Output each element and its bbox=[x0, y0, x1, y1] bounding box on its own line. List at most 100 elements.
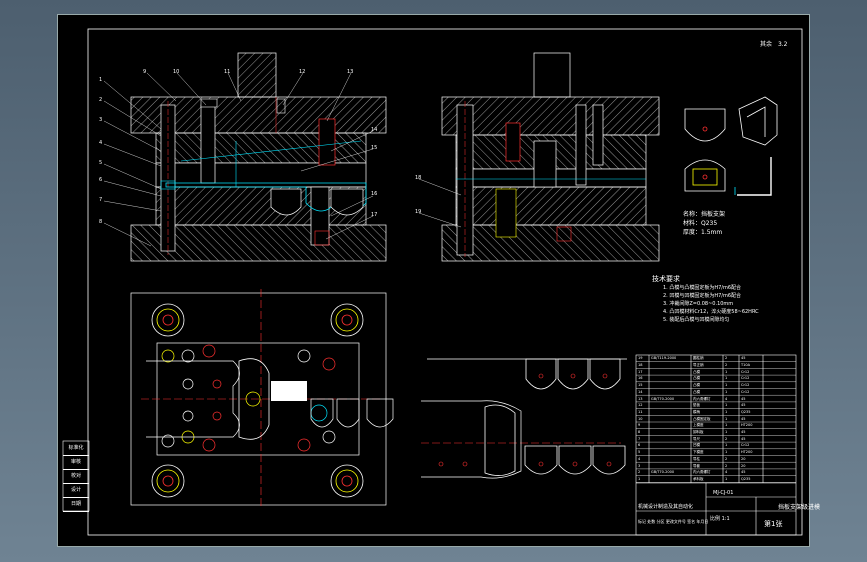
bom-cell: 5 bbox=[638, 450, 641, 455]
bom-cell: 凸模 bbox=[693, 376, 700, 381]
thickness-value: 1.5mm bbox=[701, 229, 723, 236]
bom-cell: 导套 bbox=[693, 463, 700, 468]
bom-cell: 6 bbox=[638, 443, 641, 448]
part-label: 15 bbox=[371, 145, 378, 151]
left-column-cell: 校对 bbox=[63, 469, 89, 484]
bom-cell: Q235 bbox=[741, 476, 751, 481]
bom-cell: 1 bbox=[725, 389, 728, 394]
bom-cell: 1 bbox=[725, 450, 728, 455]
bom-cell: 1 bbox=[725, 476, 728, 481]
bom-cell: 2 bbox=[725, 456, 728, 461]
part-label: 8 bbox=[99, 219, 103, 225]
bom-cell: 2 bbox=[725, 356, 728, 361]
bom-cell: 18 bbox=[638, 363, 643, 367]
tech-requirement-item: 4. 凸凹模材料Cr12，淬火硬度58~62HRC bbox=[663, 309, 759, 315]
bom-cell: 12 bbox=[638, 403, 643, 408]
bom-cell: 45 bbox=[741, 356, 746, 361]
side-leaders bbox=[418, 178, 462, 228]
bom-cell: 2 bbox=[725, 436, 728, 441]
bom-cell: 凸模 bbox=[693, 383, 700, 388]
bom-cell: 17 bbox=[638, 369, 643, 374]
bom-cell: GB/T70-2000 bbox=[651, 396, 675, 401]
tech-requirements-title: 技术要求 bbox=[652, 275, 680, 283]
bom-cell: 20 bbox=[741, 463, 746, 468]
bom-cell: 1 bbox=[725, 409, 728, 414]
bom-cell: 1 bbox=[725, 403, 728, 408]
bom-cell: 导柱 bbox=[693, 456, 700, 461]
material-value: Q235 bbox=[701, 220, 718, 227]
bom-cell: 8 bbox=[638, 430, 641, 434]
bom-cell: 9 bbox=[638, 423, 641, 428]
part-name-value: 挡板支架 bbox=[701, 211, 726, 218]
bom-cell: 凹模 bbox=[693, 443, 700, 448]
front-leaders bbox=[103, 72, 374, 247]
part-label: 10 bbox=[173, 69, 180, 75]
bom-cell: 2 bbox=[638, 470, 641, 475]
bom-cell: 凸模固定板 bbox=[693, 416, 711, 421]
school-name: 机械设计制造及其自动化 bbox=[638, 504, 694, 510]
part-label: 6 bbox=[99, 177, 103, 183]
bom-cell: 15 bbox=[638, 383, 643, 388]
part-label: 17 bbox=[371, 212, 378, 218]
tech-requirement-item: 1. 凸模与凸模固定板为H7/m6配合 bbox=[663, 285, 742, 291]
part-label: 18 bbox=[415, 175, 422, 181]
bom-cell: 内六角螺钉 bbox=[693, 470, 711, 475]
die-assembly-drawing bbox=[62, 28, 803, 536]
bom-cell: 45 bbox=[741, 430, 746, 434]
sheet-number: 第1张 bbox=[764, 520, 783, 528]
bom-cell: Cr12 bbox=[741, 369, 750, 374]
part-label: 2 bbox=[99, 97, 103, 103]
thickness-label: 厚度： bbox=[683, 229, 702, 236]
part-label: 5 bbox=[99, 160, 103, 166]
bom-cell: 45 bbox=[741, 416, 746, 421]
left-column-cell: 设计 bbox=[63, 483, 89, 498]
bom-row-lines bbox=[636, 361, 796, 483]
bom-cell: 垫板 bbox=[693, 403, 700, 408]
bom-cell: 下模座 bbox=[693, 450, 704, 455]
part-label: 12 bbox=[299, 69, 306, 75]
part-label: 9 bbox=[143, 69, 147, 75]
part-label: 16 bbox=[371, 191, 378, 197]
material-label: 材料： bbox=[683, 220, 702, 227]
drawing-number: MJ-CJ-01 bbox=[713, 490, 734, 496]
bom-cell: GB/T119-2000 bbox=[651, 356, 677, 361]
roughness-label: 其余 3.2 bbox=[760, 41, 787, 48]
bom-cell: 14 bbox=[638, 389, 643, 394]
tech-requirement-item: 5. 装配后凸模与凹模间隙均匀 bbox=[663, 317, 730, 323]
bom-cell: 1 bbox=[725, 376, 728, 381]
part-label: 13 bbox=[347, 69, 354, 75]
bom-cell: 45 bbox=[741, 436, 746, 441]
bom-cell: HT200 bbox=[741, 423, 753, 428]
bom-cell: 1 bbox=[725, 423, 728, 428]
roughness-value: 3.2 bbox=[777, 41, 788, 48]
bom-cell: T10A bbox=[741, 363, 750, 367]
tech-requirement-item: 3. 冲裁间隙Z=0.08~0.10mm bbox=[663, 301, 734, 307]
part-label: 3 bbox=[99, 117, 103, 123]
bom-cell: 承料板 bbox=[693, 476, 704, 481]
bom-cell: Cr12 bbox=[741, 376, 750, 381]
drawing-title: 挡板支架级进模 bbox=[778, 504, 821, 511]
bom-cell: 45 bbox=[741, 470, 746, 475]
bom-cell: 1 bbox=[725, 443, 728, 448]
part-label: 7 bbox=[99, 197, 103, 203]
bom-cell: 16 bbox=[638, 376, 643, 381]
bom-cell: 圆柱销 bbox=[693, 356, 704, 361]
bom-cell: 7 bbox=[638, 436, 641, 441]
part-label: 14 bbox=[371, 127, 378, 133]
bom-cell: 内六角螺钉 bbox=[693, 396, 711, 401]
roughness-label-text: 其余 bbox=[760, 41, 773, 48]
left-column-cell: 审核 bbox=[63, 455, 89, 470]
bom-cell: Cr12 bbox=[741, 389, 750, 394]
bom-cell: 导正销 bbox=[693, 363, 704, 367]
scale-label: 比例 1:1 bbox=[710, 516, 730, 523]
bom-cell: 45 bbox=[741, 403, 746, 408]
part-label: 19 bbox=[415, 209, 422, 215]
part-info: 名称：挡板支架 材料：Q235 厚度：1.5mm bbox=[683, 210, 725, 237]
part-name-label: 名称： bbox=[683, 211, 702, 218]
bom-cell: 4 bbox=[725, 396, 728, 401]
scale-value: 1:1 bbox=[721, 516, 730, 522]
scale-label-text: 比例 bbox=[710, 516, 721, 522]
plan-view bbox=[130, 289, 394, 509]
bom-cell: 4 bbox=[638, 456, 641, 461]
